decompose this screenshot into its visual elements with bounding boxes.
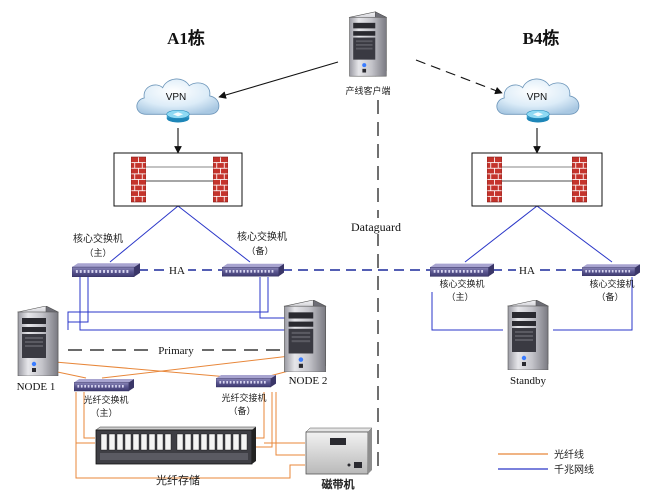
firewall-right-icon	[471, 152, 603, 207]
core-switch-backup-left-label: 核心交换机	[237, 230, 287, 243]
fc-main-to-tape-fiber	[75, 443, 305, 479]
tape-drive-icon	[305, 427, 373, 475]
standby-server-icon	[507, 300, 549, 370]
firewall-right-to-core-backup-link	[536, 205, 613, 263]
fc-main-to-storage-fiber-2	[83, 392, 95, 439]
right-core-backup-to-standby-link	[553, 277, 633, 331]
core-switch-backup-right-icon	[582, 263, 640, 277]
standby-label: Standby	[510, 375, 547, 387]
storage-label: 光纤存储	[156, 473, 200, 487]
core-switch-backup-left-icon	[222, 263, 284, 277]
node1-label: NODE 1	[17, 381, 56, 393]
firewall-right-to-core-main-link	[464, 205, 538, 263]
client-to-vpn-left-link	[218, 61, 339, 99]
client-label: 产线客户端	[345, 85, 390, 97]
core-switch-backup-right-sub: （备）	[596, 291, 623, 303]
firewall-left-icon	[113, 152, 243, 207]
dataguard-label: Dataguard	[351, 220, 401, 234]
core-switch-backup-right-label: 核心交接机	[589, 278, 634, 290]
node2-to-fc-main-fiber	[101, 355, 291, 379]
fc-switch-main-sub: （主）	[90, 407, 117, 419]
fc-switch-backup-icon	[216, 374, 276, 388]
fc-backup-to-storage-fiber	[255, 392, 265, 439]
core-switch-backup-left-sub: （备）	[246, 245, 273, 257]
core-main-to-node1-link	[68, 277, 89, 323]
right-core-to-standby-link	[431, 292, 503, 331]
firewall-left-to-core-backup-link	[177, 205, 251, 263]
client-to-vpn-right-link	[415, 59, 503, 95]
core-switch-main-right-icon	[430, 263, 494, 277]
building-a1-label: A1栋	[167, 28, 205, 48]
core-switch-main-right-label: 核心交换机	[439, 278, 484, 290]
core-switch-main-right-sub: （主）	[446, 291, 473, 303]
left-ha-label: HA	[169, 265, 185, 277]
primary-label: Primary	[158, 345, 194, 357]
client-server-icon	[349, 11, 387, 77]
core-switch-main-left-sub: （主）	[84, 247, 111, 259]
legend-fiber-label: 光纤线	[554, 448, 584, 461]
building-b4-label: B4栋	[523, 28, 560, 48]
core-backup-to-node1-link	[67, 277, 269, 330]
fc-switch-main-icon	[74, 378, 134, 392]
core-switch-main-left-label: 核心交换机	[73, 232, 123, 245]
vpn-left-label: VPN	[166, 92, 187, 103]
core-switch-main-left-icon	[72, 263, 140, 277]
node1-server-icon	[17, 306, 59, 376]
node2-label: NODE 2	[289, 375, 328, 387]
fiber-storage-icon	[95, 426, 257, 465]
right-ha-label: HA	[519, 265, 535, 277]
tape-label: 磁带机	[322, 477, 355, 491]
fc-switch-main-label: 光纤交换机	[83, 394, 128, 406]
fc-backup-to-tape-fiber	[275, 392, 305, 456]
legend: 光纤线 千兆网线	[498, 448, 594, 476]
core-main-to-node2-link	[79, 277, 285, 331]
legend-gigabit-label: 千兆网线	[554, 463, 594, 476]
firewall-left-to-core-main-link	[109, 205, 179, 263]
node1-to-fc-backup-fiber	[54, 361, 241, 379]
vpn-right-label: VPN	[527, 92, 548, 103]
fc-switch-backup-label: 光纤交接机	[221, 392, 266, 404]
fc-backup-to-storage-fiber-2	[255, 392, 273, 448]
fc-switch-backup-sub: （备）	[228, 405, 255, 417]
core-backup-to-node2-link	[259, 277, 285, 319]
node2-server-icon	[283, 300, 327, 372]
